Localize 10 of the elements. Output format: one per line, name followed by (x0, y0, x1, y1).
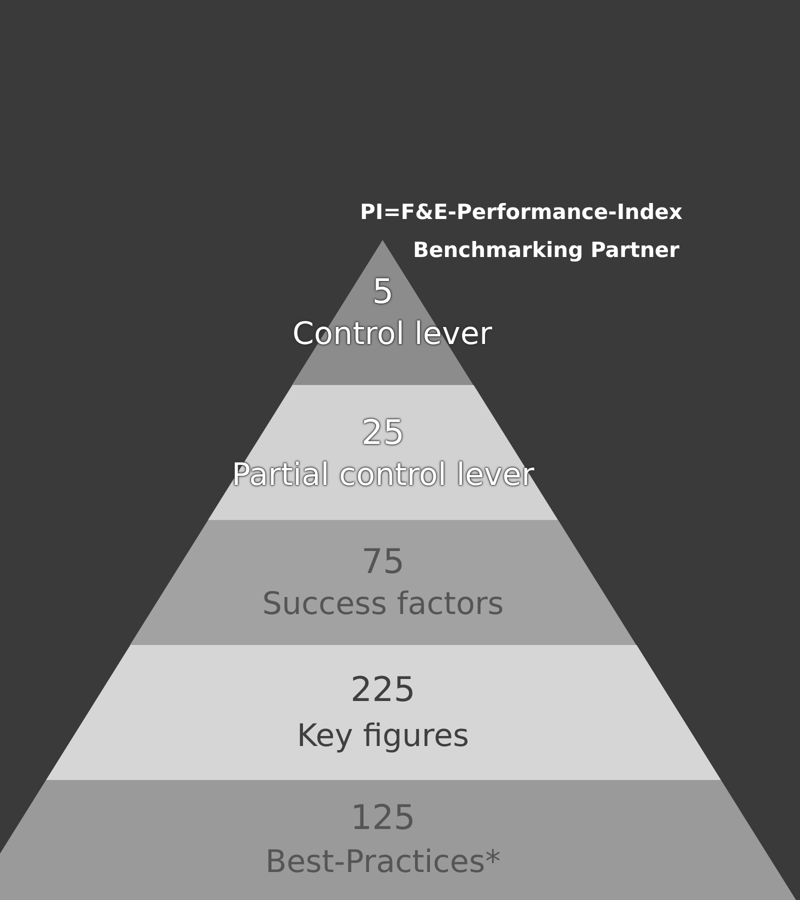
tier-count: 75 (361, 542, 405, 582)
tier-count: 5 (372, 272, 394, 312)
tier-label: Key figures (296, 718, 470, 754)
tier-count: 25 (361, 413, 405, 453)
tier-label: Best-Practices* (265, 844, 501, 880)
tier-label: Success factors (262, 586, 504, 622)
index-definition: PI=F&E-Performance-Index (360, 200, 682, 224)
tier-count: 225 (350, 670, 416, 710)
tier-count: 125 (350, 798, 416, 838)
partner-note: Benchmarking Partner (413, 238, 680, 262)
